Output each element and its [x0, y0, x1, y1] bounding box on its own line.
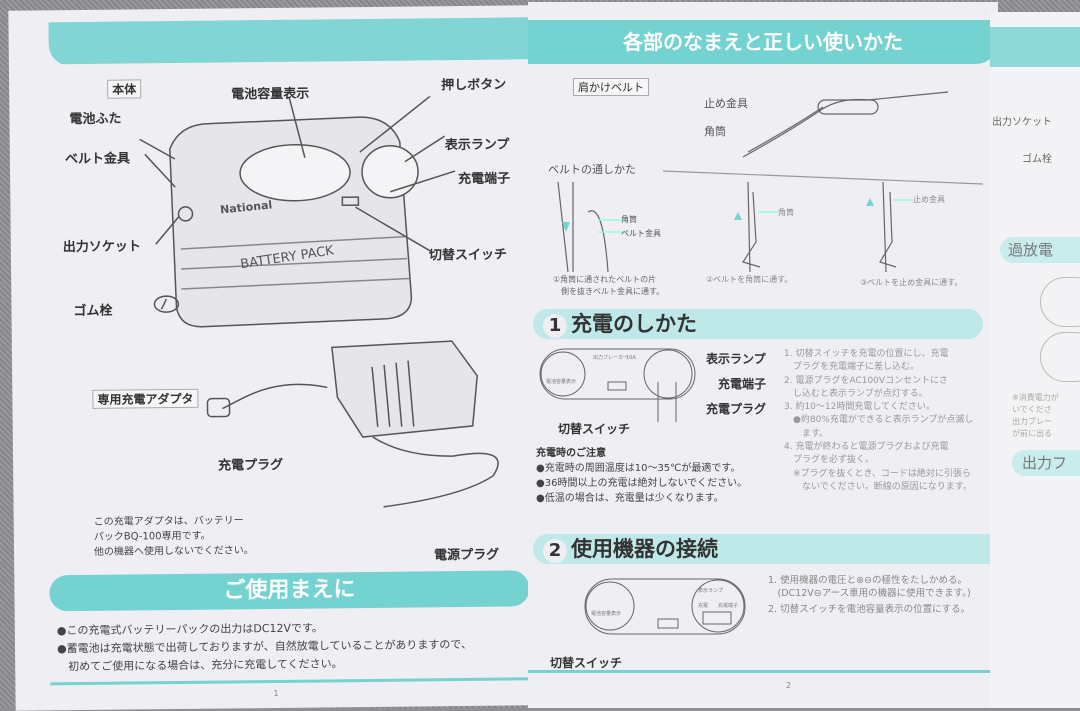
belt-illustration: [557, 91, 984, 273]
charging-panel-diagram: 電池容量表示 出力ブレーカー 10A: [539, 348, 696, 422]
callout-rubber-plug: ゴム栓: [73, 303, 113, 320]
before-use-bullets: ●この充電式バッテリーパックの出力はDC12Vです。 ●蓄電池は充電状態で出荷し…: [56, 621, 473, 674]
belt-threading-title: ベルトの通しかた: [548, 163, 636, 176]
manual-page-3-partial: 出力ソケット ゴム栓 過放電 ※消費電力がいでくださ 出力ブレーが前に出る 出力…: [990, 12, 1080, 708]
adapter-note: この充電アダプタは、バッテリー パックBQ-100専用です。 他の機器へ使用しな…: [93, 515, 254, 558]
section-over-discharge: 過放電: [1000, 237, 1080, 263]
charge-plug-label: 充電プラグ: [218, 457, 284, 474]
page-title: 各部のなまえと正しい使いかた: [623, 30, 903, 54]
belt-step-2: ②ベルトを角筒に通す。: [706, 275, 793, 284]
svg-text:表示ランプ: 表示ランプ: [698, 587, 723, 594]
svg-text:充電: 充電: [698, 602, 708, 609]
page-number: 1: [273, 688, 279, 699]
adapter-label: 専用充電アダプタ: [92, 388, 199, 409]
body-label: 本体: [107, 79, 142, 99]
header-band: [48, 17, 529, 67]
rubber-plug-label: ゴム栓: [1022, 154, 1052, 165]
svg-text:電池容量表示: 電池容量表示: [546, 378, 576, 385]
svg-text:電池容量表示: 電池容量表示: [591, 610, 621, 617]
manual-page-2: 各部のなまえと正しい使いかた 肩かけベルト 止め金具 角筒 ベルトの通しかた 角…: [528, 2, 1003, 708]
selector-switch-label-2: 切替スイッチ: [550, 656, 623, 670]
battery-pack-illustration: National BATTERY PACK: [139, 95, 499, 508]
device-brand: National: [220, 198, 273, 216]
panel-diagram: [1040, 277, 1080, 327]
shoulder-belt-label: 肩かけベルト: [573, 78, 649, 96]
svg-text:10A: 10A: [626, 355, 636, 361]
square-tube-small-label: 角筒: [621, 215, 637, 224]
footer-rule: [528, 670, 998, 673]
section-output: 出力フ: [1012, 450, 1080, 476]
output-socket-label: 出力ソケット: [992, 117, 1052, 128]
square-tube-step2-label: 角筒: [778, 208, 794, 217]
power-plug-label: 電源プラグ: [434, 547, 500, 564]
footer-rule: [50, 677, 536, 686]
callout-battery-cover: 電池ふた: [69, 111, 122, 128]
connection-panel-diagram: 電池容量表示 表示ランプ 充電 充電端子: [584, 578, 746, 635]
square-tube-label: 角筒: [704, 125, 726, 138]
selector-switch-label: 切替スイッチ: [558, 422, 631, 436]
connection-steps: 1. 使用機器の電圧と⊕⊖の極性をたしかめる。 (DC12V⊖アース車用の機器に…: [768, 575, 971, 615]
indicator-lamp-label: 表示ランプ: [706, 352, 766, 366]
section-title-before-use: ご使用まえに: [49, 570, 530, 612]
header-band: [528, 20, 998, 64]
panel-diagram: [1040, 332, 1080, 382]
callout-push-button: 押しボタン: [441, 77, 507, 94]
charge-plug-label: 充電プラグ: [706, 402, 767, 416]
svg-text:充電端子: 充電端子: [718, 602, 738, 609]
manual-page-1: 本体 電池ふた ベルト金具 出力ソケット ゴム栓 電池容量表示 押しボタン 表示…: [8, 5, 536, 711]
charging-steps: 1. 切替スイッチを充電の位置にし、充電 プラグを充電端子に差し込む。 2. 電…: [784, 349, 974, 492]
caution-title: 充電時のご注意: [536, 448, 606, 459]
note-text: ※消費電力がいでくださ 出力ブレーが前に出る: [1012, 393, 1059, 438]
belt-step-3: ③ベルトを止め金具に通す。: [860, 278, 963, 287]
belt-fitting-small-label: ベルト金具: [621, 229, 661, 238]
charge-terminal-label: 充電端子: [718, 377, 767, 391]
page-number: 2: [786, 681, 792, 690]
stop-fitting-step3-label: 止め金具: [913, 195, 945, 204]
charging-cautions: ●充電時の周囲温度は10～35℃が最適です。 ●36時間以上の充電は絶対しないで…: [536, 463, 748, 504]
svg-text:出力ブレーカー: 出力ブレーカー: [593, 354, 628, 361]
stop-fitting-label: 止め金具: [704, 97, 748, 110]
belt-step-1: ①角筒に通されたベルトの片 側を抜きベルト金具に通す。: [553, 275, 665, 296]
